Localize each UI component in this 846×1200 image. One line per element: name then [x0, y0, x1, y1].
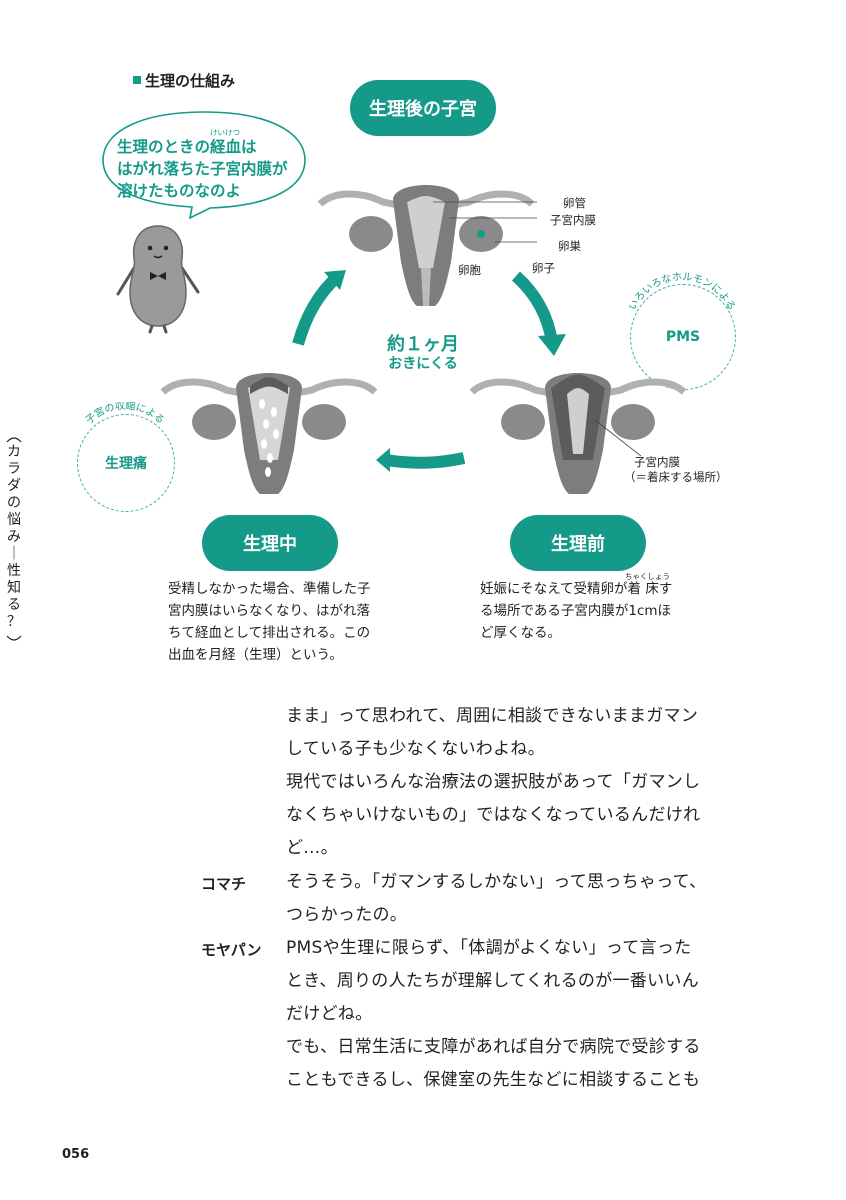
stage-during-period: 生理中: [202, 515, 338, 571]
label-oviduct: 卵管: [563, 196, 586, 210]
stage-after-period: 生理後の子宮: [350, 80, 496, 136]
pms-label: PMS: [665, 329, 701, 345]
desc-line: 妊娠にそなえて受精卵が着 床す: [480, 581, 673, 597]
desc-line: 出血を月経（生理）という。: [168, 647, 343, 663]
desc-line: ちて経血として排出される。この: [168, 625, 371, 641]
desc-line: ど厚くなる。: [480, 625, 561, 641]
section-title: 生理の仕組み: [133, 70, 235, 91]
pain-label: 生理痛: [105, 456, 147, 472]
label-follicle: 卵胞: [458, 263, 481, 277]
dialogue-block-2: そうそう。「ガマンするしかない」って思っちゃって、 つらかったの。: [286, 872, 707, 925]
cycle-arrows: [292, 270, 566, 472]
speaker-moyapan: モヤパン: [201, 941, 262, 959]
cycle-duration: 約１ヶ月: [387, 334, 459, 355]
label-ovary: 卵巣: [558, 239, 581, 253]
side-tab-bracket-bottom: [6, 635, 22, 641]
ruby-keiketsu: けいけつ: [210, 128, 240, 137]
pain-badge: 生理痛: [77, 414, 175, 512]
speech-bubble-line: 溶けたものなのよ: [117, 182, 242, 200]
uterus-before-illustration: [469, 373, 687, 494]
desc-line: 受精しなかった場合、準備した子: [168, 581, 371, 597]
page-number: 056: [62, 1147, 90, 1162]
label-ovum: 卵子: [532, 261, 555, 275]
ruby-chakushou: ちゃくしょう: [625, 572, 670, 581]
dialogue-block-3: PMSや生理に限らず、「体調がよくない」って言った とき、周りの人たちが理解して…: [286, 938, 701, 1090]
dialogue-block-1: まま」って思われて、周囲に相談できないままガマン している子も少なくないわよね。…: [286, 706, 701, 858]
speech-bubble: [102, 111, 306, 220]
uterus-after-illustration: [317, 185, 537, 306]
square-bullet-icon: [133, 76, 141, 84]
speaker-komachi: コマチ: [201, 875, 247, 893]
stage-before-period: 生理前: [510, 515, 646, 571]
character-illustration: [116, 225, 200, 334]
desc-during: 受精しなかった場合、準備した子 宮内膜はいらなくなり、はがれ落 ちて経血として排…: [168, 578, 371, 666]
speech-bubble-line: はがれ落ちた子宮内膜が: [117, 160, 288, 178]
label-endometrium-before: 子宮内膜: [634, 455, 680, 469]
speech-bubble-line: 生理のときの経血は: [117, 138, 257, 156]
side-tab-bracket-top: [6, 437, 22, 443]
uterus-during-illustration: [160, 373, 378, 494]
label-endometrium: 子宮内膜: [550, 213, 596, 227]
desc-line: る場所である子宮内膜が1cmほ: [480, 603, 672, 619]
desc-before: 妊娠にそなえて受精卵が着 床す る場所である子宮内膜が1cmほ ど厚くなる。: [480, 578, 672, 644]
side-tab: カラダの悩み｜性知る？: [7, 444, 21, 630]
label-implantation-site: （＝着床する場所）: [624, 470, 728, 484]
cycle-frequency: おきにくる: [388, 356, 458, 372]
desc-line: 宮内膜はいらなくなり、はがれ落: [168, 603, 370, 619]
